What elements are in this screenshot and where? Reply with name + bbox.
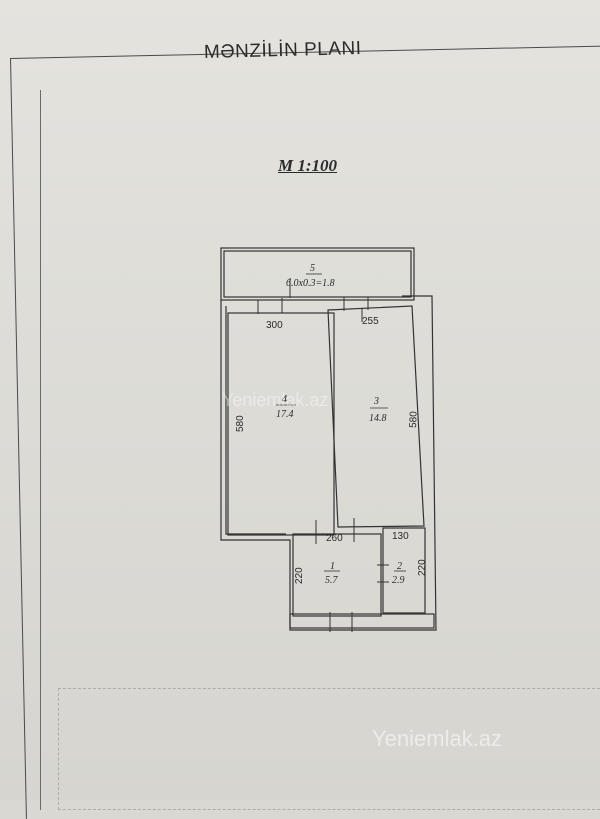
- room-3-number: 3: [373, 396, 379, 407]
- dim-room2-length: 220: [417, 559, 428, 576]
- room-2-number: 2: [397, 561, 402, 572]
- scale-label: M 1:100: [278, 156, 338, 175]
- outer-wall: [220, 295, 437, 631]
- room-2-outline: [382, 527, 426, 614]
- room-4-outline: [227, 312, 335, 536]
- room-3-outline: [327, 305, 425, 528]
- room-2-area: 2.9: [392, 575, 405, 586]
- balcony-inner-wall: [223, 250, 412, 298]
- dim-room1-width: 260: [326, 533, 343, 544]
- balcony-outer-wall: [220, 247, 415, 301]
- dim-room4-width: 300: [266, 320, 283, 331]
- room-1-area: 5.7: [325, 575, 339, 586]
- room-4-number: 4: [282, 394, 287, 405]
- room-5-number: 5: [310, 263, 315, 274]
- bottom-wall: [289, 613, 435, 629]
- inner-border: [40, 90, 600, 810]
- dim-room3-width: 255: [362, 316, 379, 327]
- floor-plan: 5 6.0x0.3=1.8 4 17.4 3 14.8 1 5.7 2 2.9 …: [220, 247, 437, 632]
- dim-room4-length: 580: [235, 415, 246, 432]
- watermark: Yeniemlak.az: [222, 390, 329, 410]
- room-3-area: 14.8: [369, 413, 387, 424]
- dim-room2-width: 130: [392, 531, 409, 542]
- room-1-number: 1: [330, 561, 335, 572]
- room-1-outline: [292, 533, 382, 617]
- room-5-area: 6.0x0.3=1.8: [286, 278, 335, 289]
- outer-wall-inner: [225, 306, 286, 535]
- dim-room3-length: 580: [408, 411, 420, 428]
- watermark: Yeniemlak.az: [372, 726, 503, 751]
- room-4-area: 17.4: [276, 409, 294, 420]
- dim-room1-length: 220: [294, 567, 305, 584]
